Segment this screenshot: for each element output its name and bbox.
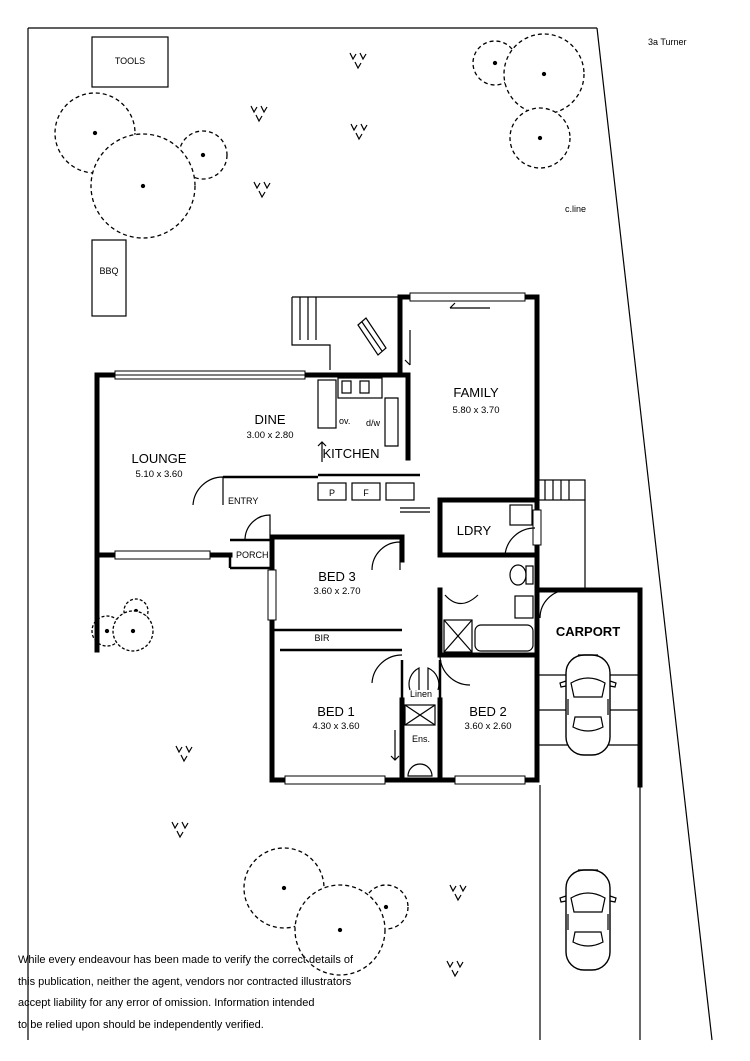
fridge-label: F [363, 488, 369, 498]
room-dine: DINE [254, 412, 285, 427]
room-bed1-size: 4.30 x 3.60 [312, 721, 359, 732]
room-bed2-size: 3.60 x 2.60 [464, 721, 511, 732]
built-in-robe-label: BIR [314, 633, 330, 643]
oven-label: ov. [339, 416, 350, 426]
laundry-bathroom-fittings [404, 504, 534, 777]
room-carport: CARPORT [556, 624, 620, 639]
room-lounge: LOUNGE [132, 451, 187, 466]
side-steps [536, 479, 586, 590]
bbq [91, 239, 127, 317]
disclaimer: While every endeavour has been made to v… [18, 950, 398, 1036]
tree-icon [509, 107, 571, 169]
grass-tufts [171, 52, 467, 977]
neighbour-label: 3a Turner [648, 37, 687, 47]
linen-label: Linen [410, 689, 432, 699]
doors [192, 302, 569, 761]
room-lounge-size: 5.10 x 3.60 [135, 469, 182, 480]
room-bed3: BED 3 [318, 569, 356, 584]
windows [114, 292, 542, 785]
tree-icon [503, 33, 585, 115]
dishwasher-label: d/w [366, 418, 381, 428]
tools-shed-label: TOOLS [115, 56, 145, 66]
room-bed3-size: 3.60 x 2.70 [313, 586, 360, 597]
room-bed2: BED 2 [469, 704, 507, 719]
disclaimer-line: accept liability for any error of omissi… [18, 997, 315, 1009]
room-family-size: 5.80 x 3.70 [452, 405, 499, 416]
room-entry: ENTRY [228, 496, 258, 506]
room-dine-size: 3.00 x 2.80 [246, 430, 293, 441]
house-walls [94, 294, 643, 788]
tree-icon [90, 133, 196, 239]
tree-icon [112, 610, 154, 652]
room-kitchen: KITCHEN [322, 446, 379, 461]
room-laundry: LDRY [457, 523, 492, 538]
tools-shed [91, 36, 169, 88]
disclaimer-line: this publication, neither the agent, ven… [18, 975, 352, 988]
ensuite-label: Ens. [412, 734, 430, 744]
disclaimer-line: to be relied upon should be independentl… [18, 1018, 264, 1031]
disclaimer-line: While every endeavour has been made to v… [18, 954, 354, 966]
site-boundary [27, 27, 713, 1041]
kitchen-fittings [223, 377, 420, 501]
room-family: FAMILY [453, 385, 499, 400]
centre-line-label: c.line [565, 204, 586, 214]
room-bed1: BED 1 [317, 704, 355, 719]
trees [54, 33, 585, 976]
room-porch: PORCH [236, 550, 269, 560]
car-icon [559, 654, 617, 756]
bbq-label: BBQ [99, 266, 118, 276]
barbecue-grill [357, 317, 387, 356]
rear-steps [291, 296, 400, 370]
car-icon [559, 869, 617, 971]
tree-icon [294, 884, 386, 976]
pantry-label: P [329, 488, 335, 498]
